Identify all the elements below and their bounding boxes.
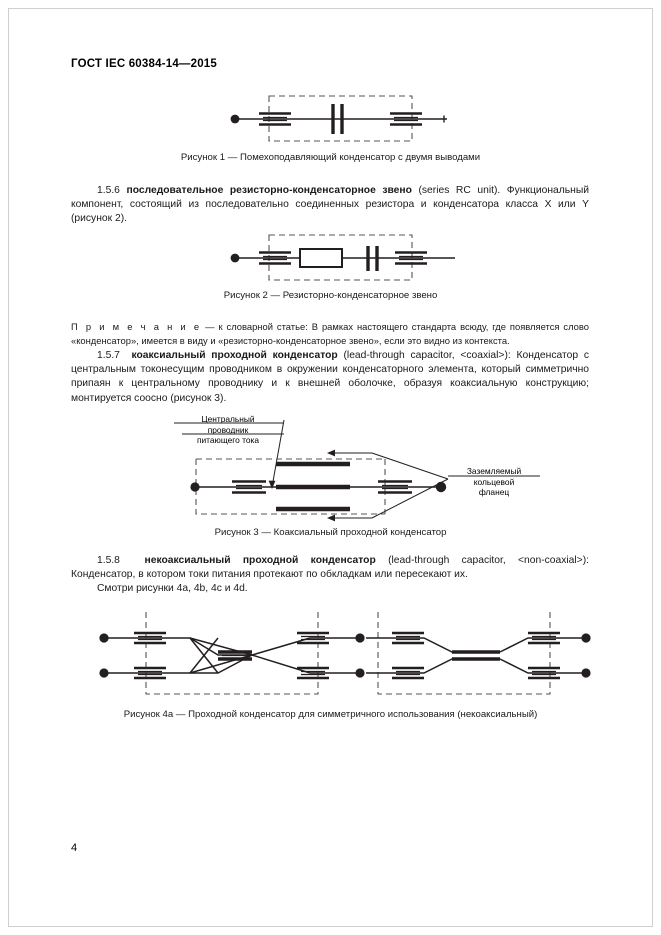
leader-line-right-upper (371, 452, 449, 480)
enclosure-dashed-lower (195, 459, 385, 515)
conductor-cross-lower-right (189, 654, 311, 674)
capacitor-lower-left-symbol (134, 666, 166, 680)
section-1-5-7-body: (lead-through capacitor, <coaxial>): Кон… (71, 350, 589, 404)
figure-3-label-central-conductor: Центральный проводник питающего тока (172, 414, 284, 446)
label-line-2: кольцевой (473, 476, 515, 487)
conductor-upper (366, 637, 500, 653)
label-line-3: питающего тока (196, 435, 260, 446)
leader-line-right-lower (371, 478, 449, 519)
capacitor-left-feedthrough (259, 251, 291, 265)
section-1-5-6-term: последовательное резисторно-конденсаторн… (126, 185, 412, 196)
flange-arrow-lower-head (327, 514, 335, 522)
section-1-5-8-body: (lead-through capacitor, <non-coaxial>):… (71, 555, 589, 581)
leader-line-left (271, 419, 285, 488)
terminal-dot-lower-right (355, 668, 365, 678)
section-1-5-7: 1.5.7 коаксиальный проходной конденсатор… (71, 349, 589, 406)
capacitor-right-feedthrough (395, 251, 427, 265)
see-also-text: Смотри рисунки 4a, 4b, 4c и 4d. (97, 583, 248, 594)
section-1-5-8: 1.5.8 некоаксиальный проходной конденсат… (71, 554, 589, 582)
section-1-5-8-term: некоаксиальный проходной конденсатор (144, 555, 376, 566)
figure-2-caption: Рисунок 2 — Резисторно-конденсаторное зв… (223, 290, 438, 301)
document-header: ГОСТ IEC 60384-14—2015 (71, 58, 217, 70)
section-1-5-7-term: коаксиальный проходной конденсатор (131, 350, 338, 361)
capacitor-lower-right-symbol (297, 666, 329, 680)
section-1-5-8-number: 1.5.8 (97, 555, 120, 566)
capacitor-left-feedthrough (259, 112, 291, 126)
capacitor-upper-left-symbol (134, 631, 166, 645)
note-body: — к словарной статье: В рамках настоящег… (71, 321, 589, 346)
page-number: 4 (71, 842, 78, 854)
resistor-body (299, 248, 343, 268)
enclosure-dashed-left (145, 612, 319, 695)
terminal-dot-lower-right (581, 668, 591, 678)
capacitor-lower-right-symbol (528, 666, 560, 680)
figure-4a-caption: Рисунок 4a — Проходной конденсатор для с… (123, 709, 538, 720)
section-1-5-6-number: 1.5.6 (97, 185, 120, 196)
figure-1-svg (230, 95, 447, 142)
note-label: П р и м е ч а н и е (71, 321, 202, 332)
leader-arrow-left (268, 480, 276, 489)
capacitor-lower-left-symbol (392, 666, 424, 680)
capacitor-right-feedthrough (390, 112, 422, 126)
figure-4a-right (366, 612, 591, 695)
figure-4a-left (99, 612, 365, 695)
figure-3-label-earthing-flange: Заземляемый кольцевой фланец (446, 466, 542, 498)
capacitor-series-vertical (366, 246, 379, 271)
label-line-2: проводник (207, 424, 249, 435)
figure-1-caption: Рисунок 1 — Помехоподавляющий конденсато… (180, 152, 481, 163)
figure-1-diagram (0, 88, 661, 150)
terminal-dot-upper-right (355, 633, 365, 643)
note-paragraph: П р и м е ч а н и е — к словарной статье… (71, 320, 589, 347)
conductor-lower-out (499, 658, 586, 674)
terminal-dot-lower-left (99, 668, 109, 678)
figure-2-diagram (0, 229, 661, 291)
section-1-5-8-see-also: Смотри рисунки 4a, 4b, 4c и 4d. (71, 582, 589, 596)
label-line-1: Заземляемый (466, 466, 522, 476)
capacitor-upper-right-symbol (528, 631, 560, 645)
conductor-lower (366, 658, 500, 674)
terminal-dot-upper-right (581, 633, 591, 643)
capacitor-upper-left-symbol (392, 631, 424, 645)
terminal-dot-right (435, 481, 447, 493)
figure-2-svg (230, 234, 455, 281)
terminal-dot-left (230, 114, 240, 124)
conductor-upper-out (499, 637, 586, 653)
figure-3-svg (174, 419, 540, 522)
flange-arrow-upper-head (327, 449, 335, 457)
figure-3-diagram (0, 410, 661, 522)
enclosure-dashed-right (377, 612, 551, 695)
section-1-5-7-number: 1.5.7 (97, 350, 120, 361)
capacitor-center-vertical (331, 104, 344, 134)
figure-4a-svg (99, 612, 591, 695)
capacitor-left-feedthrough (232, 480, 266, 494)
terminal-dot-upper-left (99, 633, 109, 643)
label-line-1: Центральный (201, 414, 255, 424)
capacitor-upper-right-symbol (297, 631, 329, 645)
capacitor-right-feedthrough (378, 480, 412, 494)
terminal-dot-left (190, 482, 200, 492)
section-1-5-6: 1.5.6 последовательное резисторно-конден… (71, 184, 589, 227)
figure-3-caption: Рисунок 3 — Коаксиальный проходной конде… (214, 527, 447, 538)
figure-4a-diagram (0, 612, 661, 704)
terminal-dot-left (230, 253, 240, 263)
section-1-5-6-body: (series RC unit). Функциональный компоне… (71, 185, 589, 225)
label-line-3: фланец (478, 487, 510, 498)
